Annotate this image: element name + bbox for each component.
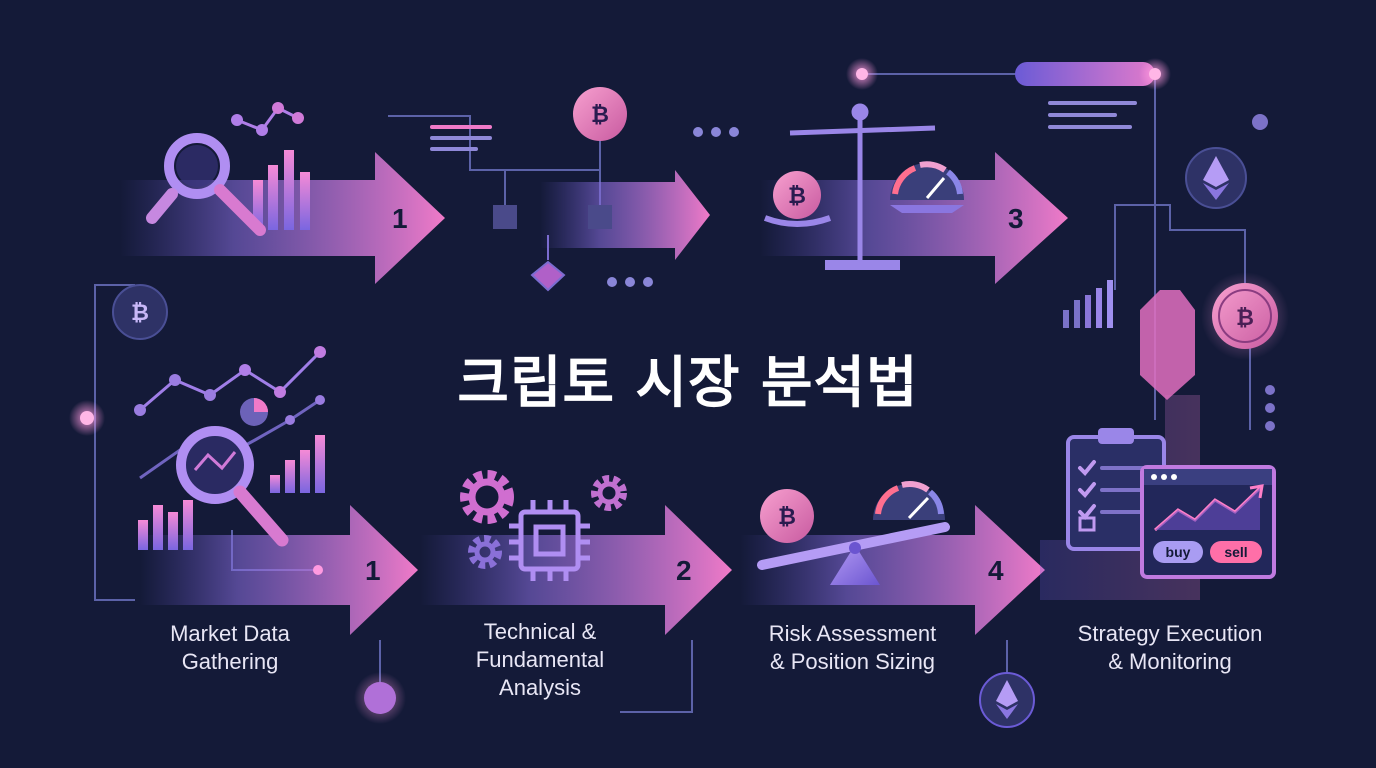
sell-label: sell xyxy=(1224,544,1247,560)
pie-chart-icon xyxy=(240,398,268,426)
document-lines-icon xyxy=(1048,101,1137,129)
top-arrow-3: 3 xyxy=(760,152,1068,284)
top-arrow-2 xyxy=(540,170,710,260)
bitcoin-icon: ₿ xyxy=(591,103,609,128)
glow-node xyxy=(846,58,878,90)
step-label-risk-assessment: Risk Assessment& Position Sizing xyxy=(768,621,937,674)
dot xyxy=(313,565,323,575)
gear-icon xyxy=(468,535,502,569)
bottom-step-number-1: 1 xyxy=(365,555,381,586)
gauge-icon xyxy=(873,481,945,520)
magnifier-icon xyxy=(146,133,266,236)
connector-line xyxy=(620,640,693,713)
buy-label: buy xyxy=(1166,544,1191,560)
gear-icon xyxy=(591,475,627,511)
connector-line xyxy=(1114,204,1246,320)
dots-icon xyxy=(1265,385,1275,431)
dot xyxy=(1252,114,1268,130)
top-rail xyxy=(1015,62,1155,86)
connector-line xyxy=(94,284,135,601)
chip-icon xyxy=(509,500,590,581)
bitcoin-icon: ₿ xyxy=(1236,306,1254,331)
bitcoin-coin-seesaw: ₿ xyxy=(760,489,814,543)
bitcoin-icon: ₿ xyxy=(788,184,806,209)
bottom-arrow-4: 4 xyxy=(740,505,1045,635)
bar-chart-icon xyxy=(253,180,263,230)
glow-node xyxy=(69,400,105,436)
market-search-illustration xyxy=(146,102,310,236)
bar-chart-icon xyxy=(138,520,148,550)
bottom-arrow-1: 1 xyxy=(140,505,418,635)
step-label-strategy-execution: Strategy Execution& Monitoring xyxy=(1077,621,1263,674)
ethereum-coin-top xyxy=(1185,147,1247,209)
ethereum-icon xyxy=(1203,156,1229,187)
bitcoin-icon: ₿ xyxy=(131,301,149,326)
dots-icon xyxy=(607,127,739,287)
bitcoin-coin-left: ₿ xyxy=(112,284,168,340)
document-lines-icon xyxy=(430,125,492,151)
bottom-step-number-4: 4 xyxy=(988,555,1004,586)
gears-chip-illustration xyxy=(460,470,627,581)
node-square xyxy=(493,205,517,229)
ethereum-icon xyxy=(996,680,1018,707)
bitcoin-coin-glow: ₿ xyxy=(1201,272,1289,360)
down-pointer xyxy=(1140,290,1195,400)
bitcoin-coin-scale: ₿ xyxy=(773,171,821,219)
bottom-step-number-2: 2 xyxy=(676,555,692,586)
line-chart-icon xyxy=(139,350,322,412)
balance-scale-icon xyxy=(763,103,936,270)
gear-icon xyxy=(460,470,514,524)
glow-node-large xyxy=(354,672,406,724)
mini-bar-chart-icon xyxy=(1063,280,1113,328)
buy-button[interactable]: buy xyxy=(1153,541,1203,563)
bitcoin-coin-top: ₿ xyxy=(573,87,627,141)
magnifier-icon xyxy=(176,426,289,547)
sell-button[interactable]: sell xyxy=(1210,541,1262,563)
market-analysis-illustration xyxy=(134,346,326,550)
glow-node xyxy=(1139,58,1171,90)
node-square xyxy=(588,205,612,229)
bitcoin-icon: ₿ xyxy=(778,505,796,530)
gauge-icon xyxy=(890,161,964,213)
ethereum-coin-bottom xyxy=(979,672,1035,728)
page-title: 크립토 시장 분석법 xyxy=(457,351,919,416)
line-chart-icon xyxy=(236,106,299,132)
top-step-number-3: 3 xyxy=(1008,203,1024,234)
seesaw-icon xyxy=(757,522,950,585)
top-step-number-1: 1 xyxy=(392,203,408,234)
diamond-icon xyxy=(530,235,566,292)
